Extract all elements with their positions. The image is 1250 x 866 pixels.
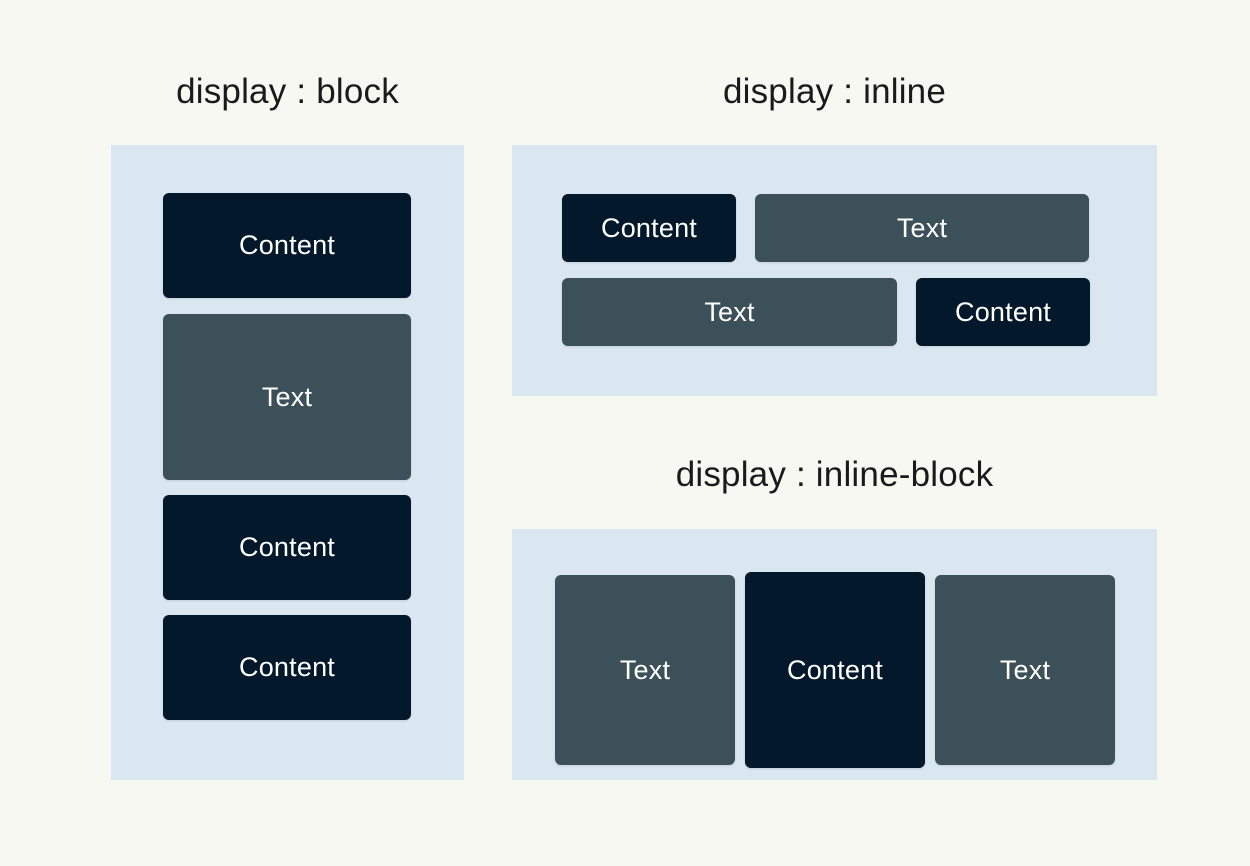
box-label: Text xyxy=(999,654,1051,685)
box-inline-4: Content xyxy=(916,278,1090,346)
box-label: Content xyxy=(787,654,883,685)
box-block-4: Content xyxy=(163,615,411,720)
box-inline-3: Text xyxy=(562,278,897,346)
box-inline-block-3: Text xyxy=(935,575,1115,765)
box-inline-block-1: Text xyxy=(555,575,735,765)
box-block-1: Content xyxy=(163,193,411,298)
section-title-inline-block: display : inline-block xyxy=(675,455,994,494)
box-inline-2: Text xyxy=(755,194,1089,262)
box-label: Content xyxy=(955,296,1051,327)
box-label: Text xyxy=(261,381,313,412)
section-title-block: display : block xyxy=(176,72,399,111)
panel-display-inline: Content Text Text Content xyxy=(512,145,1157,396)
box-inline-1: Content xyxy=(562,194,736,262)
box-label: Content xyxy=(601,212,697,243)
box-label: Text xyxy=(619,654,671,685)
panel-display-inline-block: Text Content Text xyxy=(512,529,1157,780)
box-block-3: Content xyxy=(163,495,411,600)
section-title-inline: display : inline xyxy=(722,72,947,111)
box-label: Content xyxy=(239,652,335,682)
box-label: Text xyxy=(896,212,948,243)
box-inline-block-2: Content xyxy=(745,572,925,768)
box-block-2: Text xyxy=(163,314,411,480)
box-label: Content xyxy=(239,532,335,562)
panel-display-block: Content Text Content Content xyxy=(111,145,464,780)
box-label: Text xyxy=(704,296,755,327)
box-label: Content xyxy=(239,230,335,260)
